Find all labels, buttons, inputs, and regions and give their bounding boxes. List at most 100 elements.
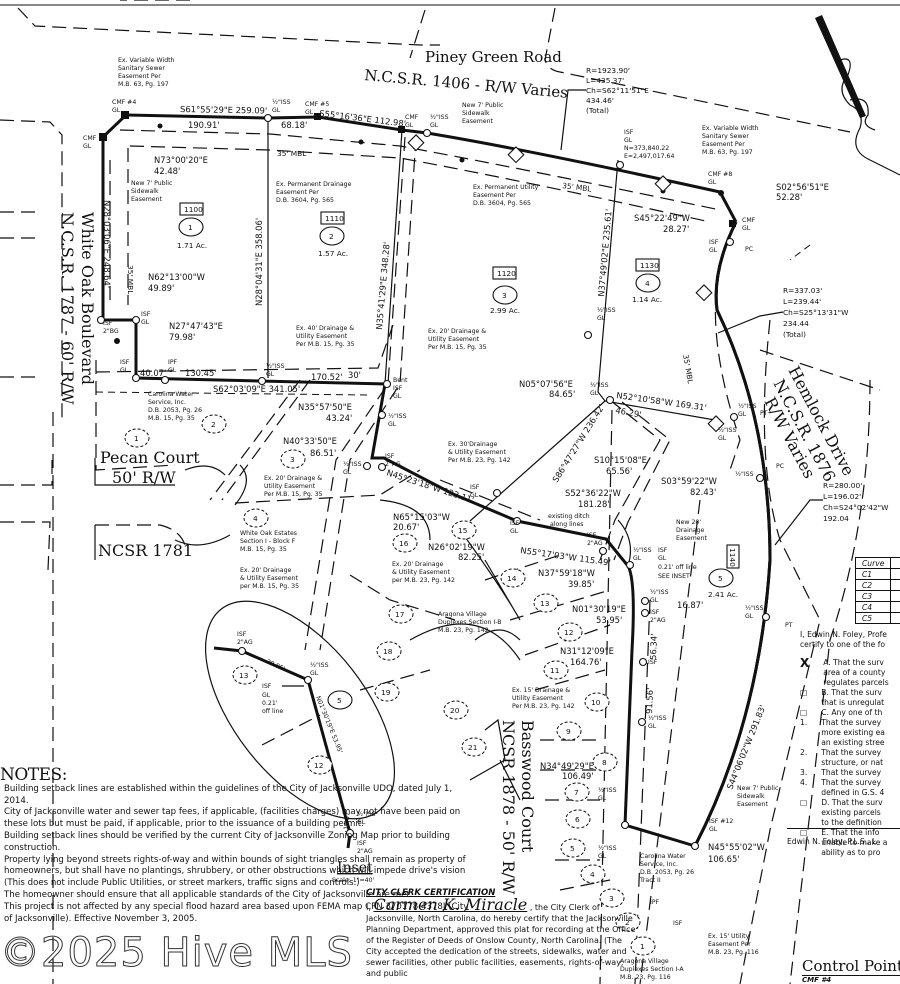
svg-text:Duplexes Section I-A: Duplexes Section I-A	[620, 966, 684, 973]
svg-text:GL: GL	[168, 367, 177, 374]
clerk-signature: Carmen K. Miracle	[373, 895, 528, 914]
svg-text:& Utility Easement: & Utility Easement	[392, 569, 450, 576]
svg-text:2: 2	[625, 918, 630, 927]
svg-text:D.B. 2053, Pg. 26: D.B. 2053, Pg. 26	[148, 407, 202, 414]
pecan-court-box	[94, 458, 175, 486]
svg-text:1.57 Ac.: 1.57 Ac.	[318, 249, 348, 258]
svg-text:Utility Easement: Utility Easement	[264, 483, 316, 490]
svg-text:0.21': 0.21'	[262, 700, 278, 707]
easement-lines	[95, 129, 741, 984]
note-5: The homeowner should ensure that all app…	[4, 889, 413, 900]
lot-5[interactable]: 1140 5 2.41 Ac.	[708, 544, 740, 599]
svg-text:existing ditch: existing ditch	[548, 513, 590, 520]
svg-text:Service, Inc.: Service, Inc.	[640, 861, 678, 868]
svg-text:2"AG: 2"AG	[650, 617, 666, 624]
piney-green-road-name: Piney Green Road	[425, 48, 562, 66]
note-2: City of Jacksonville water and sewer tap…	[4, 807, 461, 830]
svg-text:Ch=S25°13'31"W: Ch=S25°13'31"W	[783, 308, 849, 317]
svg-text:130.45': 130.45'	[185, 368, 217, 378]
white-oak-blvd-name: White Oak Boulevard	[78, 212, 97, 385]
svg-text:ISF: ISF	[385, 453, 395, 460]
svg-text:20.67': 20.67'	[393, 522, 419, 532]
svg-text:off line: off line	[262, 708, 283, 715]
svg-text:234.44: 234.44	[783, 319, 809, 328]
svg-text:GL: GL	[343, 469, 352, 476]
ncsr-1781-label: NCSR 1781	[98, 541, 193, 560]
lot-3[interactable]: 1120 3 2.99 Ac.	[490, 266, 520, 315]
svg-text:Ch=S24°02'42"W: Ch=S24°02'42"W	[823, 503, 889, 512]
svg-text:GL: GL	[510, 528, 519, 535]
curve-data-hemlock-1: R=337.03' L=239.44' Ch=S25°13'31"W 234.4…	[717, 286, 849, 339]
svg-text:N01°30'19"E: N01°30'19"E	[572, 604, 626, 614]
svg-text:PC: PC	[776, 463, 784, 470]
svg-text:CMF: CMF	[405, 114, 419, 121]
lot-1[interactable]: 1100 1 1.71 Ac.	[177, 202, 207, 250]
svg-text:SEE INSET: SEE INSET	[658, 573, 690, 580]
svg-text:181.28': 181.28'	[578, 499, 610, 509]
svg-text:ISF: ISF	[624, 129, 634, 136]
svg-text:5: 5	[570, 844, 575, 853]
svg-text:½"ISS: ½"ISS	[633, 546, 652, 554]
svg-text:M.B. 23, Pg. 116: M.B. 23, Pg. 116	[708, 949, 759, 956]
svg-text:S61°55'29"E 259.09': S61°55'29"E 259.09'	[180, 104, 267, 116]
city-clerk-certification: CITY CLERK CERTIFICATION I, Carmen K. Mi…	[366, 888, 636, 979]
svg-text:Section I - Block F: Section I - Block F	[240, 538, 296, 545]
svg-text:GL: GL	[112, 107, 121, 114]
svg-text:Ex. 20' Drainage &: Ex. 20' Drainage &	[428, 328, 486, 335]
svg-text:ISF: ISF	[709, 239, 719, 246]
svg-text:Easement: Easement	[737, 801, 768, 808]
svg-text:Easement Per: Easement Per	[473, 192, 516, 199]
svg-text:S02°56'51"E: S02°56'51"E	[776, 182, 829, 192]
svg-text:Sidewalk: Sidewalk	[462, 110, 490, 117]
svg-text:16.87': 16.87'	[343, 810, 352, 830]
svg-text:N65°15'03"W: N65°15'03"W	[393, 512, 450, 522]
piney-green-road-designation: N.C.S.R. 1406 - R/W Varies	[364, 66, 569, 102]
note-4: Property lying beyond streets rights-of-…	[4, 854, 466, 889]
svg-text:4: 4	[253, 514, 258, 523]
svg-text:CMF #8: CMF #8	[708, 171, 732, 178]
lot-2[interactable]: 1110 2 1.57 Ac.	[318, 211, 348, 258]
svg-text:GL: GL	[597, 315, 606, 322]
svg-text:9: 9	[566, 727, 571, 736]
svg-text:N31°12'09"E: N31°12'09"E	[560, 646, 614, 656]
svg-text:IPF: IPF	[650, 899, 660, 906]
svg-text:½"ISS: ½"ISS	[388, 412, 407, 420]
svg-text:170.52': 170.52'	[311, 372, 343, 382]
svg-text:Ex. Permanent Utility: Ex. Permanent Utility	[473, 184, 539, 191]
svg-text:M.B. 63, Pg. 197: M.B. 63, Pg. 197	[118, 81, 169, 88]
svg-text:106.65': 106.65'	[708, 854, 740, 864]
svg-text:GL: GL	[430, 122, 439, 129]
svg-text:½"ISS: ½"ISS	[310, 661, 329, 669]
svg-text:per M.B. 23, Pg. 142: per M.B. 23, Pg. 142	[392, 577, 455, 584]
svg-text:N73°00'20"E: N73°00'20"E	[154, 155, 208, 165]
svg-text:1130: 1130	[640, 261, 659, 270]
svg-text:1120: 1120	[497, 269, 516, 278]
svg-text:10: 10	[591, 698, 601, 707]
svg-text:82.25': 82.25'	[458, 552, 484, 562]
svg-text:GL: GL	[262, 692, 271, 699]
svg-text:1.71 Ac.: 1.71 Ac.	[177, 241, 207, 250]
svg-text:ISF: ISF	[141, 311, 151, 318]
svg-text:½"ISS: ½"ISS	[430, 113, 449, 121]
svg-text:35' MBL: 35' MBL	[681, 354, 695, 385]
svg-text:1: 1	[134, 434, 139, 443]
svg-text:13: 13	[540, 599, 550, 608]
svg-text:12: 12	[314, 761, 323, 770]
svg-text:GL: GL	[742, 225, 751, 232]
svg-text:17: 17	[395, 610, 405, 619]
svg-text:106.49': 106.49'	[562, 771, 594, 781]
svg-text:28.27': 28.27'	[663, 224, 689, 234]
svg-text:GL: GL	[648, 723, 657, 730]
lot-4[interactable]: 1130 4 1.14 Ac.	[632, 258, 662, 304]
svg-text:Carolina Water: Carolina Water	[148, 391, 194, 398]
svg-text:14: 14	[507, 574, 517, 583]
svg-text:½"ISS: ½"ISS	[343, 460, 362, 468]
svg-text:GL: GL	[738, 411, 747, 418]
svg-text:19: 19	[381, 688, 391, 697]
svg-text:GL: GL	[718, 435, 727, 442]
cert-item-c: □C. Any one of th	[800, 708, 883, 717]
svg-text:16.87': 16.87'	[677, 600, 703, 610]
svg-text:68.18': 68.18'	[281, 120, 307, 130]
